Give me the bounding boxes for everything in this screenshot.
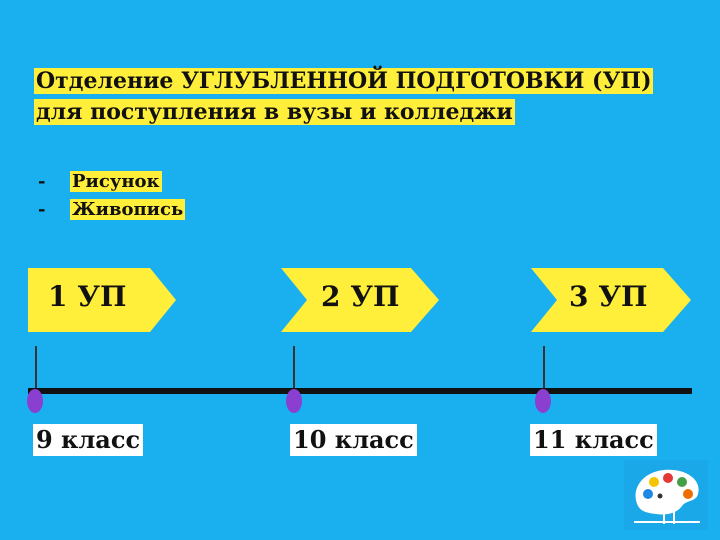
stage-label: 3 УП: [569, 280, 648, 313]
timeline-marker: [27, 389, 43, 413]
grade-label: 9 класс: [33, 424, 144, 456]
list-dash: -: [38, 171, 46, 192]
chevron-shape: [531, 268, 691, 332]
timeline-axis: [28, 388, 692, 394]
list-item: - Рисунок: [38, 168, 185, 196]
list-dash: -: [38, 199, 46, 220]
grade-label: 11 класс: [530, 424, 657, 456]
stage-chevron-3: 3 УП: [531, 268, 691, 332]
chevron-shape: [281, 268, 439, 332]
subject-list: - Рисунок - Живопись: [38, 168, 186, 224]
stage-label: 1 УП: [48, 280, 127, 313]
connector-line: [35, 346, 37, 394]
connector-line: [543, 346, 545, 394]
connector-line: [293, 346, 295, 394]
title-line-2: для поступления в вузы и колледжи: [34, 99, 515, 125]
timeline-marker: [286, 389, 302, 413]
grade-label: 10 класс: [290, 424, 417, 456]
chevron-shape: [28, 268, 176, 332]
stage-label: 2 УП: [321, 280, 400, 313]
stage-chevron-2: 2 УП: [281, 268, 439, 332]
list-item: - Живопись: [38, 196, 186, 224]
timeline-marker: [535, 389, 551, 413]
palette-bird-icon: [624, 460, 708, 530]
subject-painting: Живопись: [70, 199, 186, 220]
stage-chevron-1: 1 УП: [28, 268, 176, 332]
subject-drawing: Рисунок: [70, 171, 162, 192]
page-title: Отделение УГЛУБЛЕННОЙ ПОДГОТОВКИ (УП) дл…: [34, 66, 654, 128]
title-line-1: Отделение УГЛУБЛЕННОЙ ПОДГОТОВКИ (УП): [34, 68, 654, 94]
